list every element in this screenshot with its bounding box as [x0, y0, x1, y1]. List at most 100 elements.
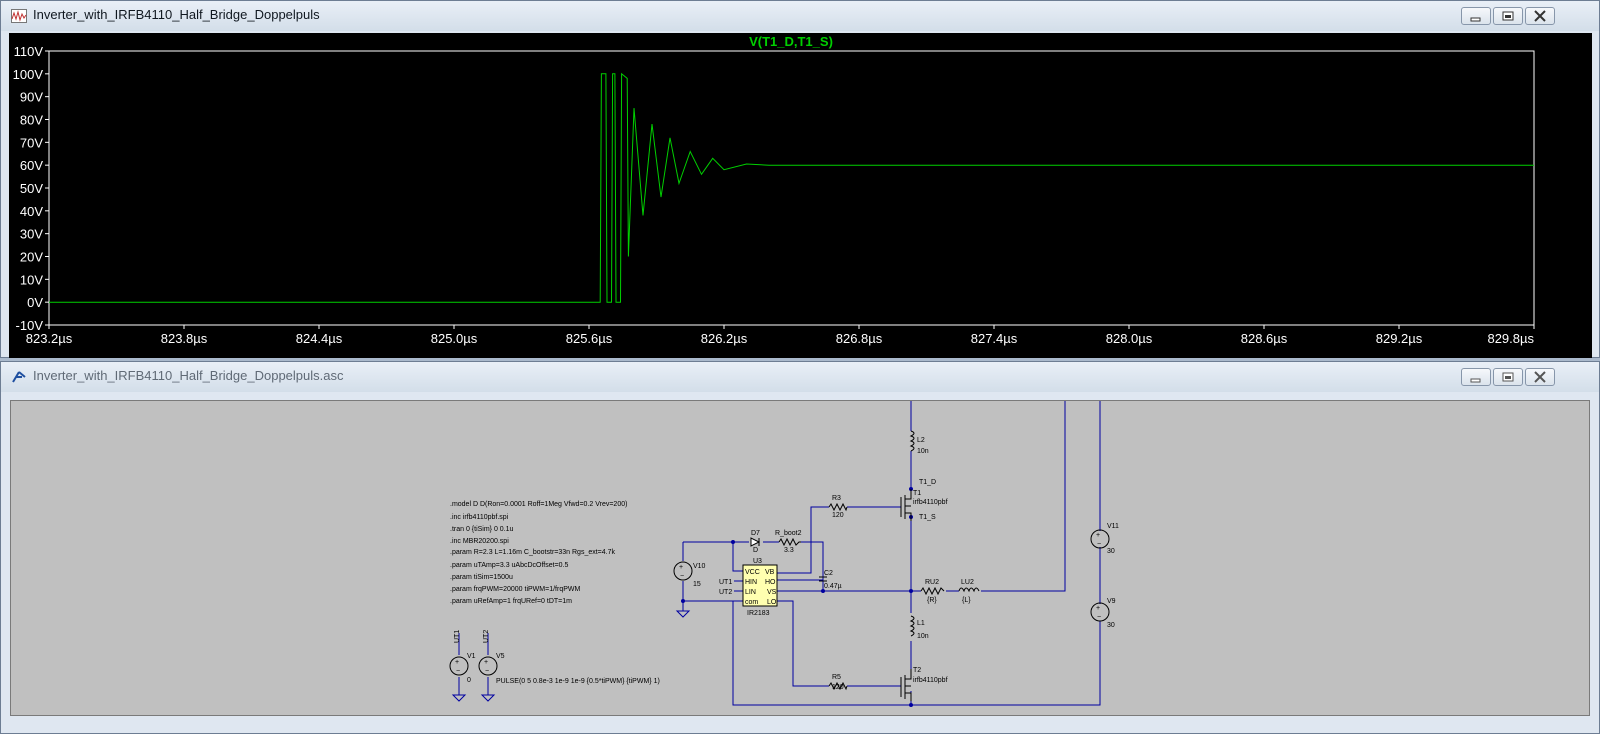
L1-value[interactable]: 10n: [917, 633, 929, 640]
V10-label[interactable]: V10: [693, 563, 706, 570]
mosfet-T2[interactable]: T2 irfb4110pbf: [900, 667, 948, 701]
y-tick-label: 60V: [20, 158, 43, 173]
plot-frame: [48, 50, 1535, 326]
RU2-label[interactable]: RU2: [925, 579, 939, 586]
close-button[interactable]: [1525, 7, 1555, 25]
spice-directives[interactable]: .model D D(Ron=0.0001 Roff=1Meg Vfwd=0.2…: [450, 501, 627, 605]
RU2-value[interactable]: {R}: [927, 597, 937, 604]
V9-label[interactable]: V9: [1107, 598, 1116, 605]
waveform-plot[interactable]: V(T1_D,T1_S) 110V100V90V80V70V60V50V40V3…: [9, 33, 1592, 358]
voltage-source-V5[interactable]: + − V5 PULSE(0 5 0.8e-3 1e-9 1e-9 {0.5*t…: [478, 630, 660, 685]
net-label-ut2[interactable]: UT2: [719, 589, 732, 596]
directive[interactable]: .inc irfb4110pbf.spi: [450, 514, 509, 521]
T2-value[interactable]: irfb4110pbf: [913, 677, 948, 684]
V5-value[interactable]: PULSE(0 5 0.8e-3 1e-9 1e-9 {0.5*tiPWM} {…: [496, 678, 660, 685]
y-tick-label: 50V: [20, 181, 43, 196]
V9-value[interactable]: 30: [1107, 622, 1115, 629]
mosfet-T1[interactable]: T1 irfb4110pbf: [900, 489, 948, 521]
x-tick-label: 825.6µs: [566, 331, 613, 346]
pin-hin: HIN: [745, 579, 757, 586]
D7-label[interactable]: D7: [751, 530, 760, 537]
LU2-value[interactable]: {L}: [962, 597, 971, 604]
trace-title[interactable]: V(T1_D,T1_S): [749, 34, 833, 49]
directive[interactable]: .param uRefAmp=1 frqURef=0 tDT=1m: [450, 598, 572, 605]
x-tick-label: 823.8µs: [161, 331, 208, 346]
schematic-drawing[interactable]: .model D D(Ron=0.0001 Roff=1Meg Vfwd=0.2…: [11, 395, 1589, 715]
L2-value[interactable]: 10n: [917, 448, 929, 455]
capacitor-C2[interactable]: C2 0.47µ: [819, 570, 842, 590]
restore-icon: [1502, 11, 1514, 21]
schematic-restore-button[interactable]: [1493, 368, 1523, 386]
directive[interactable]: .param R=2.3 L=1.16m C_bootstr=33n Rgs_e…: [450, 549, 615, 556]
V11-value[interactable]: 30: [1107, 548, 1115, 555]
V10-value[interactable]: 15: [693, 581, 701, 588]
D7-value[interactable]: D: [753, 547, 758, 554]
y-tick-label: 90V: [20, 90, 43, 105]
restore-icon: [1502, 372, 1514, 382]
T1-value[interactable]: irfb4110pbf: [913, 499, 948, 506]
schematic-window-titlebar[interactable]: Inverter_with_IRFB4110_Half_Bridge_Doppe…: [1, 362, 1599, 392]
directive[interactable]: .param uTAmp=3.3 uAbcDcOffset=0.5: [450, 562, 569, 569]
T1-label[interactable]: T1: [913, 490, 921, 497]
R3-value[interactable]: 120: [832, 512, 844, 519]
directive[interactable]: .param tiSim=1500u: [450, 574, 513, 581]
T2-label[interactable]: T2: [913, 667, 921, 674]
schematic-canvas[interactable]: .model D D(Ron=0.0001 Roff=1Meg Vfwd=0.2…: [10, 395, 1590, 716]
directive[interactable]: .inc MBR20200.spi: [450, 538, 509, 545]
R3-label[interactable]: R3: [832, 495, 841, 502]
U3-label[interactable]: U3: [753, 558, 762, 565]
schematic-close-button[interactable]: [1525, 368, 1555, 386]
V5-net-label[interactable]: UT2: [483, 630, 490, 643]
voltage-source-V1[interactable]: + − V1 0 UT1: [449, 630, 476, 684]
directive[interactable]: .param frqPWM=20000 tiPWM=1/frqPWM: [450, 586, 580, 593]
y-tick-label: 30V: [20, 227, 43, 242]
R5-value[interactable]: 120: [832, 684, 844, 691]
V1-label[interactable]: V1: [467, 653, 476, 660]
inductor-L2[interactable]: L2 10n: [909, 430, 929, 455]
V1-net-label[interactable]: UT1: [454, 630, 461, 643]
resistor-R3[interactable]: R3 120: [828, 495, 848, 519]
net-label-t1s[interactable]: T1_S: [919, 514, 936, 521]
net-label-t1d[interactable]: T1_D: [919, 479, 936, 486]
voltage-source-V10[interactable]: + − V10 15: [673, 561, 706, 588]
trace-line[interactable]: [49, 72, 1534, 303]
V11-label[interactable]: V11: [1107, 523, 1119, 530]
minimize-button[interactable]: [1461, 7, 1491, 25]
resistor-RU2[interactable]: RU2 {R}: [920, 579, 945, 604]
y-tick-label: 10V: [20, 272, 43, 287]
waveform-window-titlebar[interactable]: Inverter_with_IRFB4110_Half_Bridge_Doppe…: [1, 1, 1599, 31]
LU2-label[interactable]: LU2: [961, 579, 974, 586]
V1-value[interactable]: 0: [467, 677, 471, 684]
C2-value[interactable]: 0.47µ: [824, 583, 842, 590]
minus-sign: −: [485, 668, 489, 675]
R_boot2-label[interactable]: R_boot2: [775, 530, 802, 537]
resistor-R5[interactable]: R5 120: [828, 674, 848, 691]
directive[interactable]: .model D D(Ron=0.0001 Roff=1Meg Vfwd=0.2…: [450, 501, 627, 508]
voltage-source-V11[interactable]: + − V11 30: [1090, 523, 1119, 555]
schematic-minimize-button[interactable]: [1461, 368, 1491, 386]
C2-label[interactable]: C2: [824, 570, 833, 577]
waveform-window-title: Inverter_with_IRFB4110_Half_Bridge_Doppe…: [33, 7, 320, 22]
voltage-source-V9[interactable]: + − V9 30: [1090, 598, 1116, 629]
L1-label[interactable]: L1: [917, 620, 925, 627]
resistor-R_boot2[interactable]: R_boot2 3.3: [775, 530, 802, 554]
R5-label[interactable]: R5: [832, 674, 841, 681]
R_boot2-value[interactable]: 3.3: [784, 547, 794, 554]
x-tick-label: 829.8µs: [1487, 331, 1534, 346]
junctions: [681, 395, 1067, 707]
diode-D7[interactable]: D7 D: [750, 530, 761, 554]
net-label-ut1[interactable]: UT1: [719, 579, 732, 586]
x-tick-label: 827.4µs: [971, 331, 1018, 346]
restore-button[interactable]: [1493, 7, 1523, 25]
inductor-L1[interactable]: L1 10n: [909, 615, 929, 640]
minus-sign: −: [1097, 541, 1101, 548]
inductor-LU2[interactable]: LU2 {L}: [958, 579, 980, 604]
schematic-window-title: Inverter_with_IRFB4110_Half_Bridge_Doppe…: [33, 368, 344, 383]
V5-label[interactable]: V5: [496, 653, 505, 660]
gate-driver-U3[interactable]: U3 VCC HIN LIN com VB HO VS LO IR2183 UT…: [719, 558, 778, 617]
L2-label[interactable]: L2: [917, 437, 925, 444]
directive[interactable]: .tran 0 {tiSim} 0 0.1u: [450, 526, 514, 533]
x-tick-label: 826.8µs: [836, 331, 883, 346]
U3-value[interactable]: IR2183: [747, 610, 770, 617]
